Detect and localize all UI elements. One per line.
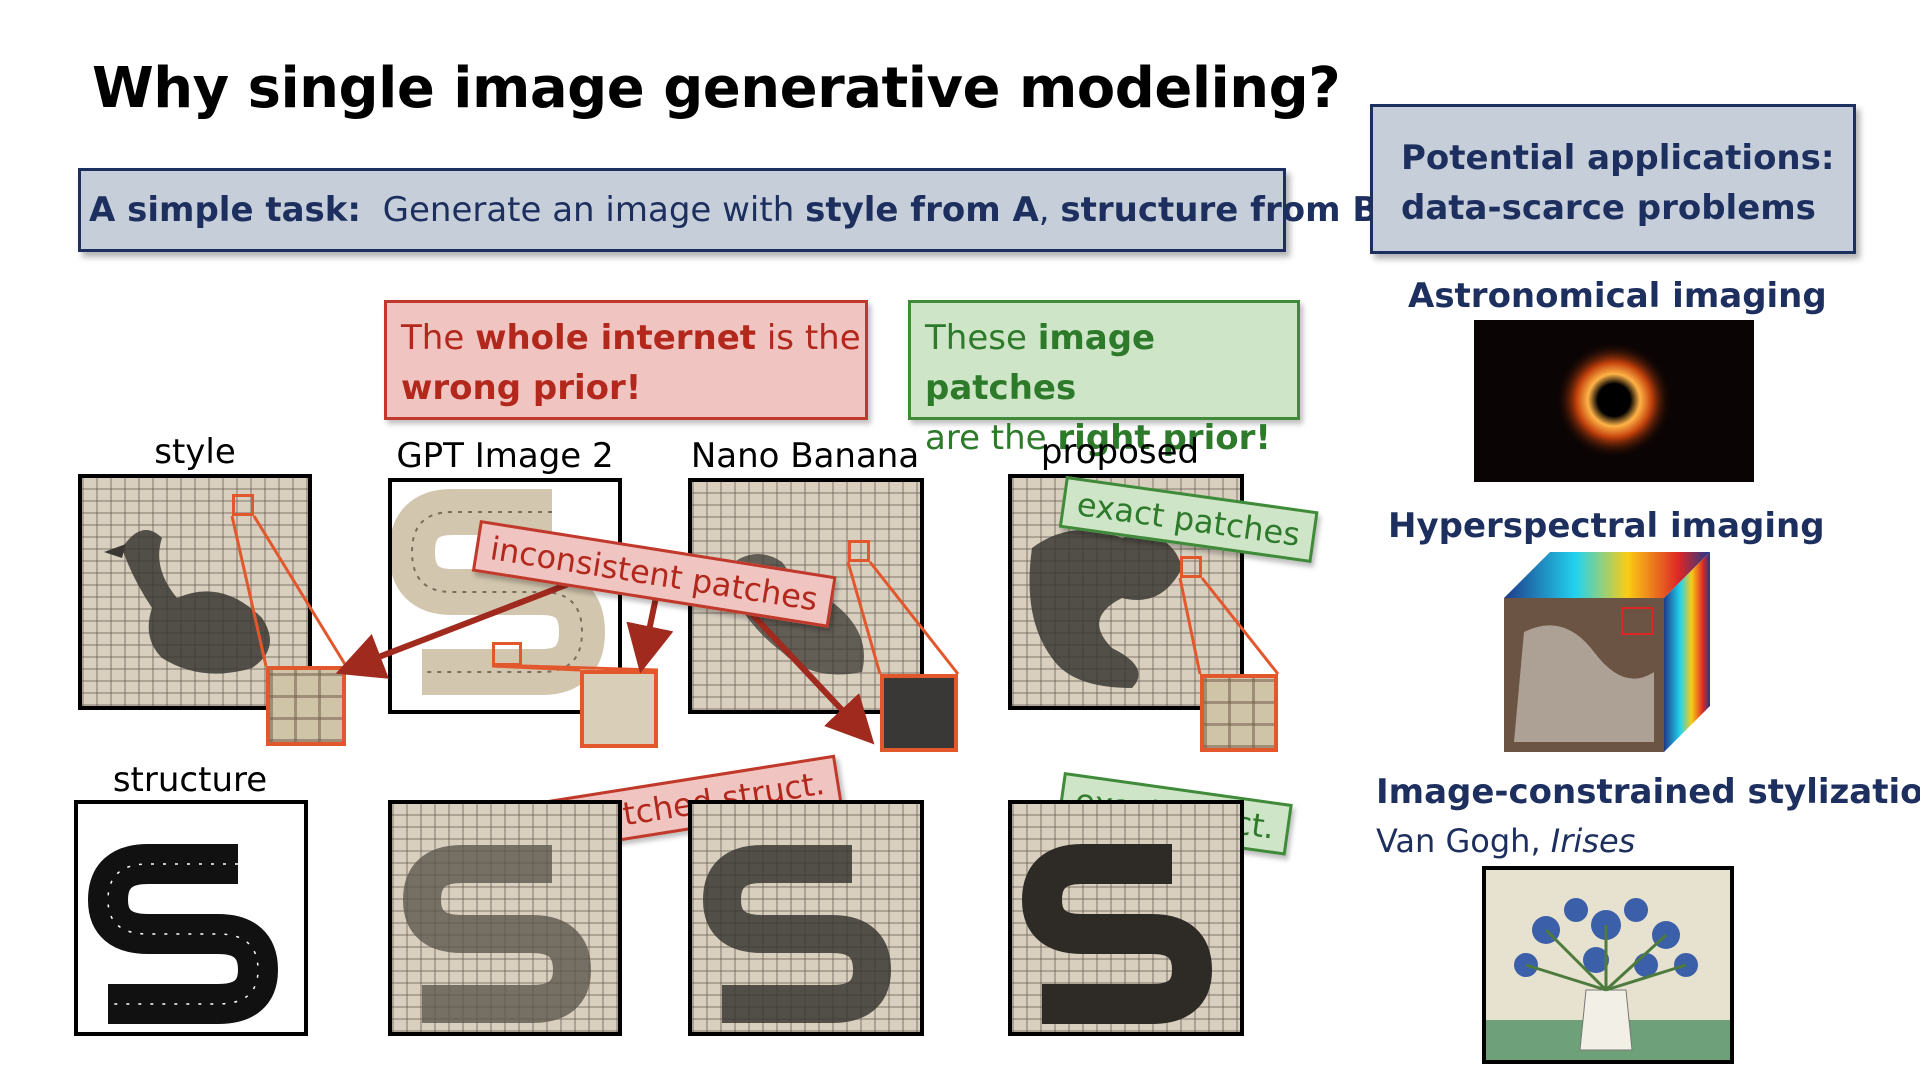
nano-structure-s-icon bbox=[702, 845, 892, 1023]
label-structure: structure bbox=[112, 760, 268, 800]
style-zoom-source bbox=[232, 494, 254, 516]
wrong-prior-text2: is the bbox=[766, 318, 861, 358]
right-prior-text1: These bbox=[925, 318, 1027, 358]
app-stylization-sub: Van Gogh, Irises bbox=[1376, 822, 1635, 860]
app-hyperspectral-heading: Hyperspectral imaging bbox=[1388, 506, 1825, 546]
task-comma: , bbox=[1038, 190, 1050, 230]
structure-image bbox=[74, 800, 308, 1036]
app-stylization-heading: Image-constrained stylization: bbox=[1376, 772, 1920, 812]
task-structure-phrase: structure from B bbox=[1060, 190, 1379, 230]
label-gpt: GPT Image 2 bbox=[396, 436, 614, 476]
wrong-prior-box: The whole internet is the wrong prior! bbox=[384, 300, 868, 420]
hyperspectral-cube-icon bbox=[1504, 552, 1710, 752]
wrong-prior-bold2: wrong prior! bbox=[401, 368, 642, 408]
label-style: style bbox=[154, 432, 236, 472]
bird-mosaic-icon bbox=[104, 530, 270, 674]
gpt-structure-image bbox=[388, 800, 622, 1036]
label-proposed: proposed bbox=[1040, 432, 1200, 472]
gpt-zoom-source bbox=[492, 642, 522, 666]
gpt-s-shape-icon bbox=[392, 489, 606, 695]
right-prior-box: These image patches are the right prior! bbox=[908, 300, 1300, 458]
applications-line2: data-scarce problems bbox=[1401, 188, 1816, 228]
app-astronomical-heading: Astronomical imaging bbox=[1408, 276, 1827, 316]
style-zoom-inset bbox=[266, 666, 346, 746]
task-prefix: A simple task: bbox=[89, 190, 361, 230]
right-prior-bold2: right prior! bbox=[1057, 418, 1271, 458]
proposed-zoom-source bbox=[1180, 556, 1202, 578]
gpt-structure-s-icon bbox=[402, 845, 592, 1023]
proposed-structure-s-icon bbox=[1021, 844, 1213, 1024]
nano-zoom-source bbox=[848, 540, 870, 562]
task-style-phrase: style from A bbox=[805, 190, 1039, 230]
right-prior-bold1: image patches bbox=[925, 318, 1156, 408]
task-box: A simple task: Generate an image with st… bbox=[78, 168, 1389, 252]
black-hole-image bbox=[1474, 320, 1754, 482]
artist-name: Van Gogh, bbox=[1376, 822, 1541, 860]
irises-icon bbox=[1486, 898, 1730, 1060]
wrong-prior-text1: The bbox=[401, 318, 465, 358]
structure-s-icon bbox=[87, 844, 279, 1024]
nano-zoom-inset bbox=[880, 674, 958, 752]
proposed-mosaic-icon bbox=[1029, 530, 1182, 688]
proposed-structure-image bbox=[1008, 800, 1244, 1036]
black-hole-icon bbox=[1556, 342, 1672, 458]
gpt-zoom-inset bbox=[580, 670, 658, 748]
task-text: Generate an image with bbox=[382, 190, 795, 230]
label-nano: Nano Banana bbox=[690, 436, 920, 476]
applications-line1: Potential applications: bbox=[1401, 138, 1835, 178]
proposed-zoom-inset bbox=[1200, 674, 1278, 752]
applications-box: Potential applications: data-scarce prob… bbox=[1370, 104, 1856, 254]
right-prior-text2: are the bbox=[925, 418, 1047, 458]
nano-structure-image bbox=[688, 800, 924, 1036]
wrong-prior-bold1: whole internet bbox=[475, 318, 757, 358]
slide-title: Why single image generative modeling? bbox=[92, 56, 1341, 121]
hyperspectral-cube-image bbox=[1504, 552, 1714, 752]
irises-painting bbox=[1482, 866, 1734, 1064]
artwork-title: Irises bbox=[1550, 822, 1636, 860]
